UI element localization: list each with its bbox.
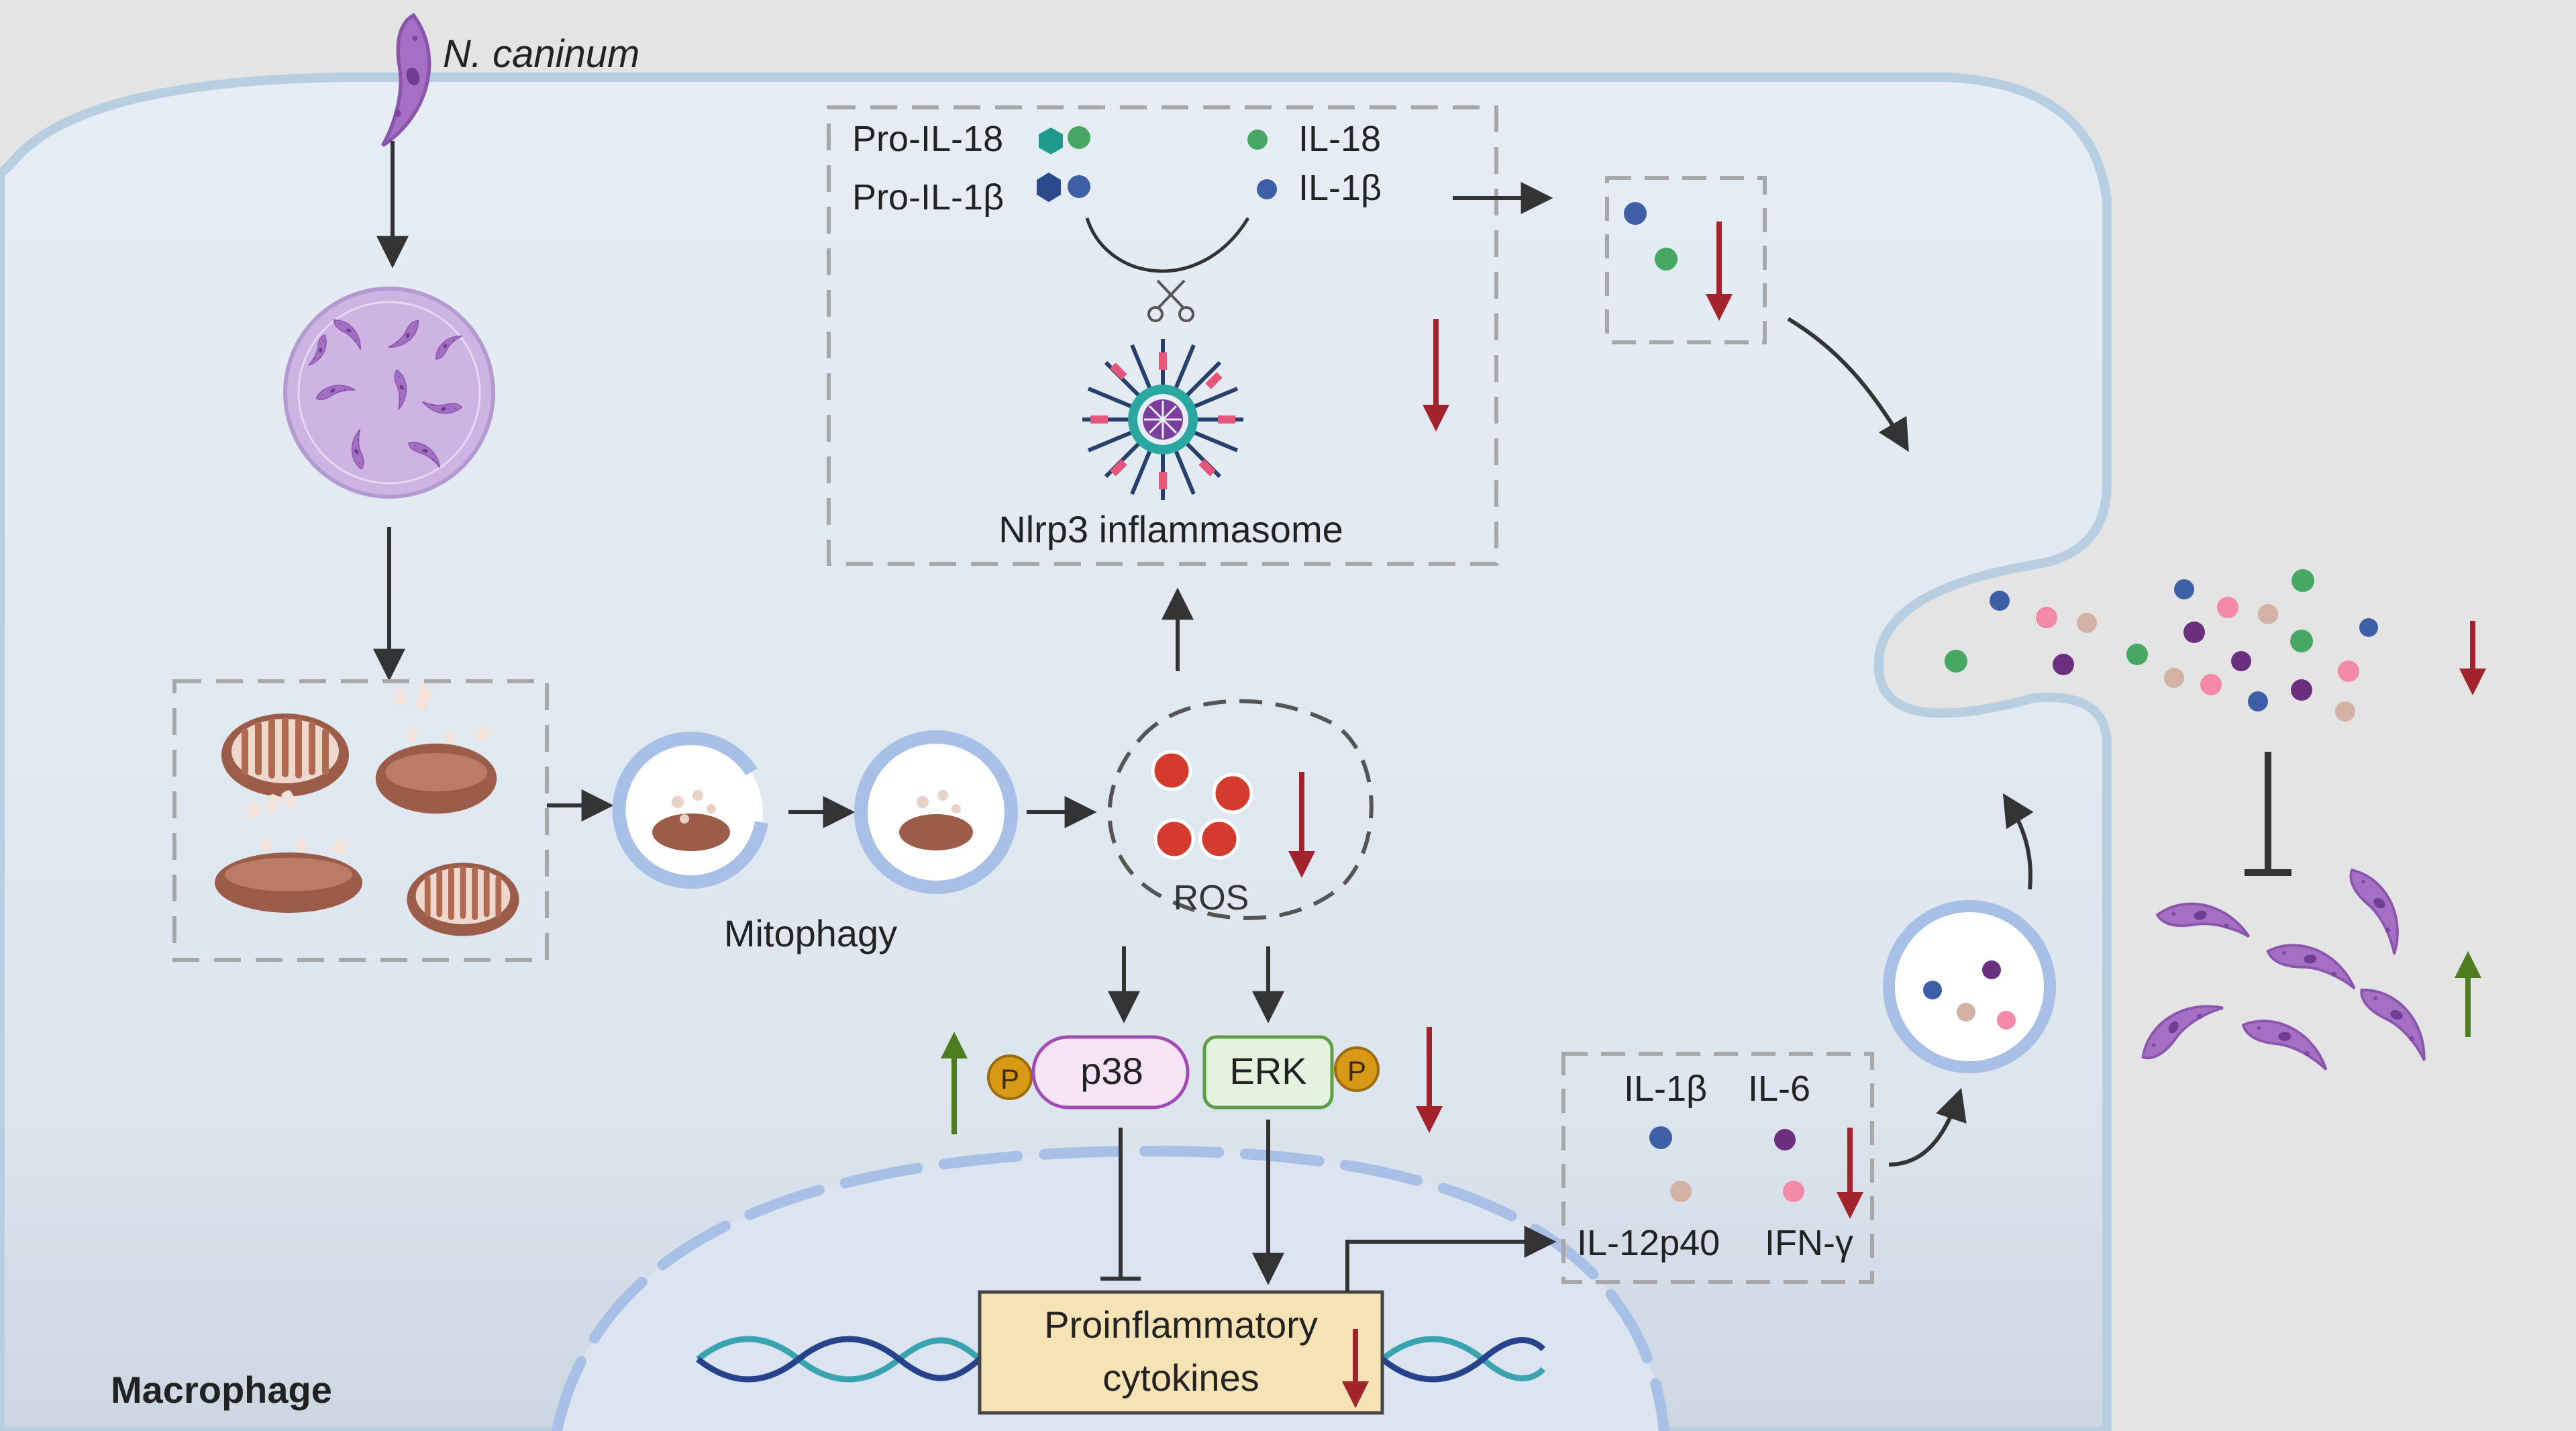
- svg-text:P: P: [1347, 1055, 1366, 1087]
- autophagosome: [854, 730, 1018, 894]
- mature-il-box: [1605, 176, 1767, 344]
- arrow-vesicle-to-membrane: [2002, 793, 2034, 890]
- scissors-icon: [1147, 279, 1194, 322]
- il18-label: IL-18: [1298, 119, 1381, 159]
- arrow-to-cytokine-panel: [1345, 1226, 1557, 1292]
- cell-label: Macrophage: [111, 1369, 332, 1411]
- inflammasome-label: Nlrp3 inflammasome: [998, 508, 1343, 550]
- macrophage-membrane: [0, 72, 2112, 1431]
- extracellular-parasites: [2138, 865, 2442, 1081]
- il18-molecule: [1247, 130, 1268, 150]
- cytokine-il6-label: IL-6: [1748, 1069, 1810, 1109]
- mitophagy-label: Mitophagy: [724, 912, 897, 954]
- inflammasome-box: [827, 105, 1498, 566]
- p38-kinase: p38: [1031, 1035, 1190, 1109]
- cytokine-il12p40-label: IL-12p40: [1577, 1223, 1720, 1263]
- cytokine-il1b-molecule: [1649, 1126, 1672, 1149]
- phagophore: [612, 732, 768, 889]
- pro-il1b-molecule: [1037, 172, 1090, 202]
- svg-text:p38: p38: [1080, 1050, 1143, 1092]
- arrow-to-vesicle: [1888, 1087, 1967, 1167]
- damaged-mitochondria-box: [172, 679, 549, 962]
- parasitophorous-vacuole: [283, 287, 495, 499]
- svg-text:cytokines: cytokines: [1102, 1356, 1259, 1399]
- mitochondrion-intact-2: [407, 862, 519, 936]
- mature-il1b: [1624, 202, 1647, 225]
- secretory-vesicle: [1883, 900, 2056, 1073]
- il1b-label: IL-1β: [1298, 168, 1382, 208]
- nlrp3-inflammasome-complex: [1082, 339, 1243, 500]
- cytokine-ifng-molecule: [1783, 1181, 1804, 1202]
- pathogen-label: N. caninum: [443, 32, 639, 76]
- ros-label: ROS: [1174, 879, 1249, 918]
- cytokine-panel: [1561, 1052, 1874, 1284]
- cytokine-ifng-label: IFN-γ: [1765, 1223, 1853, 1263]
- p38-inhibition: [1100, 1128, 1141, 1281]
- pro-il1b-label: Pro-IL-1β: [852, 177, 1004, 217]
- cleavage-arrow: [1085, 217, 1250, 273]
- ros-compartment: [1107, 699, 1374, 920]
- p38-phospho: P: [987, 1054, 1033, 1100]
- mitochondrion-damaged-2: [215, 790, 362, 913]
- inhibition-bar: [2245, 752, 2291, 876]
- secreted-cytokines: [1945, 569, 2378, 722]
- svg-text:P: P: [1000, 1063, 1019, 1095]
- erk-phospho: P: [1334, 1046, 1380, 1092]
- mitochondrion-damaged-1: [375, 683, 497, 814]
- cytokine-il6-molecule: [1774, 1129, 1796, 1150]
- mitochondrion-intact-1: [221, 713, 349, 797]
- il1b-molecule: [1257, 179, 1277, 199]
- arrow-to-secretion: [1787, 317, 1909, 452]
- pro-il18-molecule: [1039, 126, 1090, 154]
- svg-text:Proinflammatory: Proinflammatory: [1044, 1303, 1318, 1346]
- cytokine-il1b-label: IL-1β: [1624, 1069, 1707, 1109]
- svg-text:ERK: ERK: [1229, 1050, 1306, 1092]
- dna-helix: [696, 1336, 1546, 1383]
- cytokine-il12p40-molecule: [1670, 1181, 1692, 1202]
- proinflammatory-cytokines-box: Proinflammatory cytokines: [978, 1290, 1384, 1415]
- mature-il18: [1655, 248, 1678, 270]
- pro-il18-label: Pro-IL-18: [852, 119, 1003, 159]
- ros-molecules: [1151, 750, 1253, 860]
- erk-kinase: ERK: [1202, 1035, 1334, 1109]
